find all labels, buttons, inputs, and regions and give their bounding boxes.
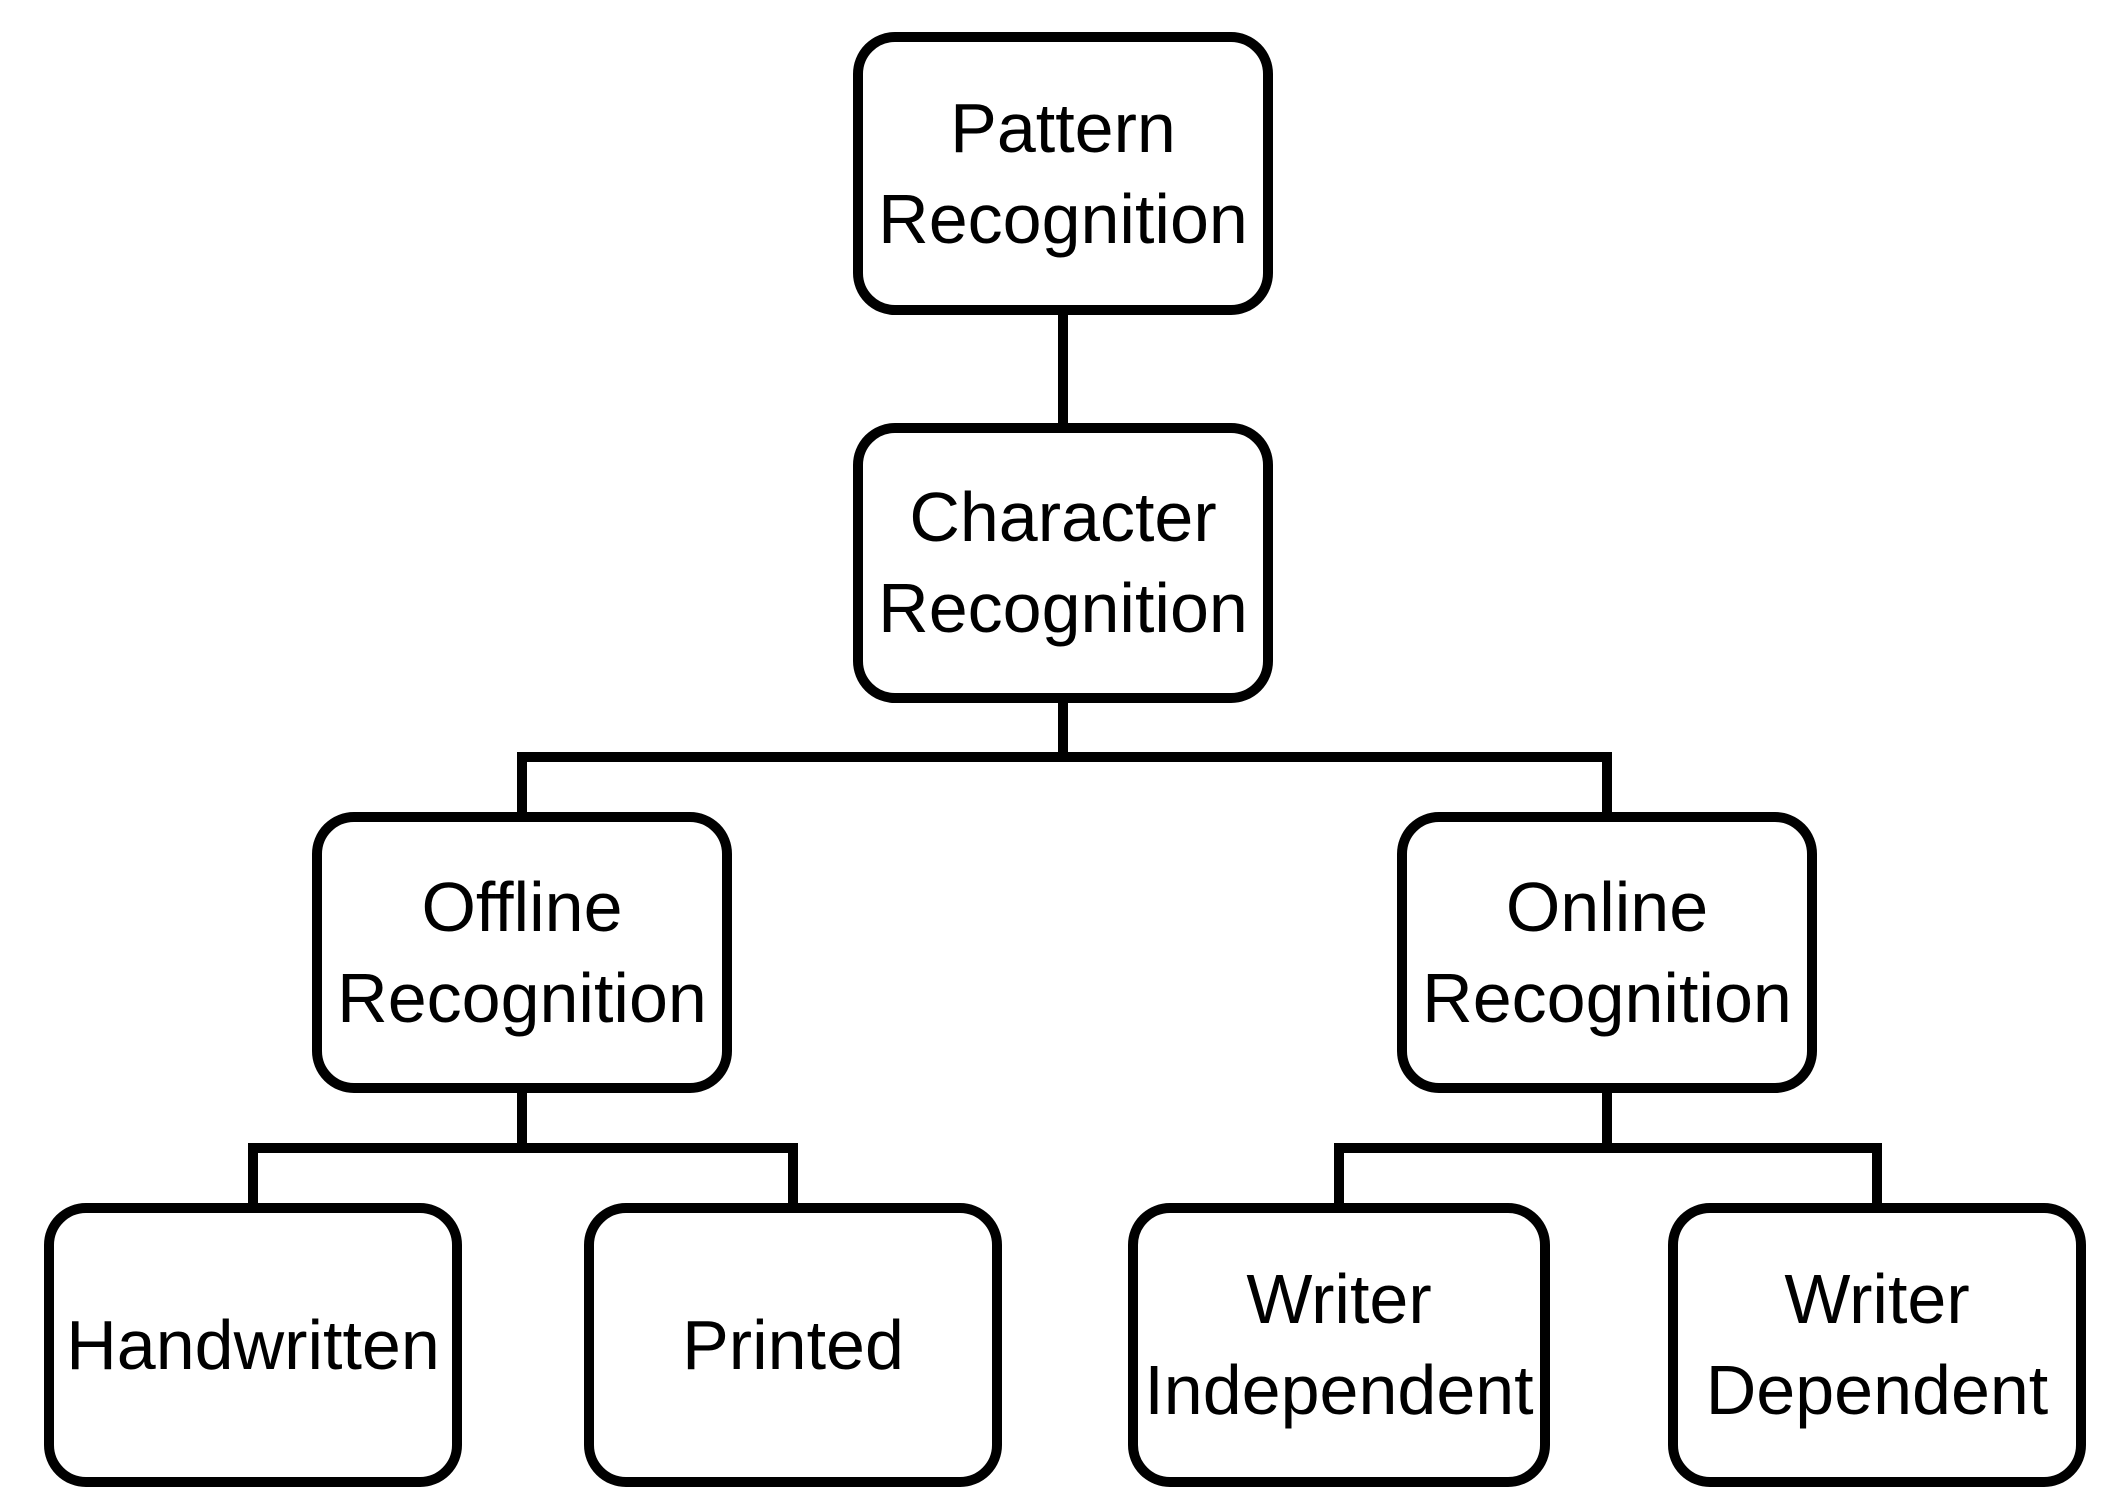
- node-offline-recognition: Offline Recognition: [312, 812, 732, 1093]
- node-writer-dependent: Writer Dependent: [1668, 1203, 2086, 1487]
- node-pattern-recognition: Pattern Recognition: [853, 32, 1273, 315]
- node-online-recognition-label: Online Recognition: [1422, 867, 1792, 1037]
- node-handwritten: Handwritten: [44, 1203, 462, 1487]
- node-character-recognition-label: Character Recognition: [878, 478, 1248, 647]
- node-printed: Printed: [584, 1203, 1002, 1487]
- edge-offline-branch: [248, 1143, 798, 1210]
- node-handwritten-label: Handwritten: [66, 1305, 440, 1384]
- node-writer-independent-label: Writer Independent: [1144, 1260, 1534, 1429]
- edge-character-branch: [517, 752, 1612, 820]
- node-pattern-recognition-label: Pattern Recognition: [878, 88, 1248, 258]
- node-writer-dependent-label: Writer Dependent: [1705, 1260, 2049, 1429]
- node-writer-independent: Writer Independent: [1128, 1203, 1550, 1487]
- node-online-recognition: Online Recognition: [1397, 812, 1817, 1093]
- node-printed-label: Printed: [682, 1305, 904, 1384]
- node-character-recognition: Character Recognition: [853, 423, 1273, 703]
- node-offline-recognition-label: Offline Recognition: [337, 867, 707, 1037]
- edge-online-branch: [1334, 1143, 1882, 1210]
